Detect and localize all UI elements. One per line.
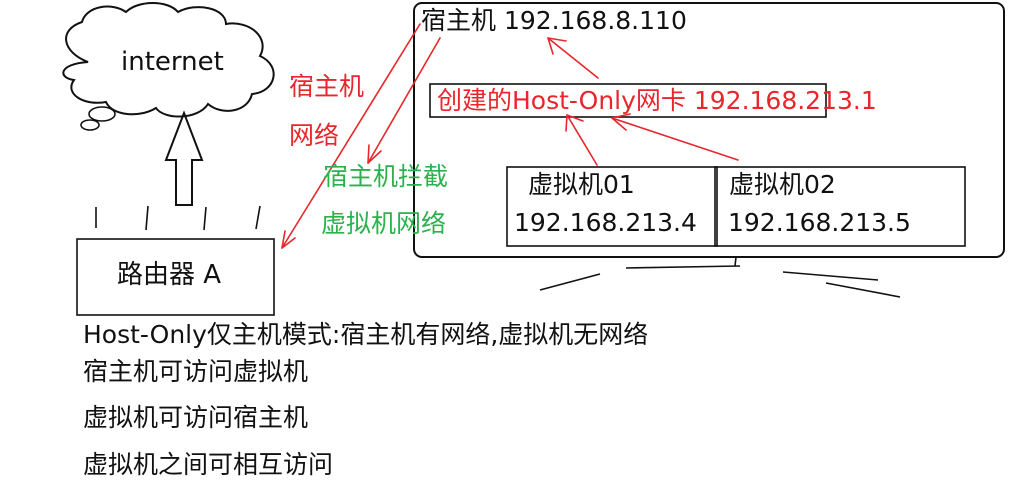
- host-network-label-line2: 网络: [289, 121, 340, 150]
- cloud-bubble-large: [88, 106, 116, 122]
- note-line-1: Host-Only仅主机模式:宿主机有网络,虚拟机无网络: [83, 320, 649, 349]
- vm01-name: 虚拟机01: [528, 170, 635, 199]
- host-frame: [413, 2, 1005, 258]
- internet-label: internet: [121, 47, 224, 77]
- host-title: 宿主机 192.168.8.110: [421, 6, 687, 35]
- arrow-vm01-to-nic: [565, 114, 598, 166]
- vm02-box: [714, 166, 966, 247]
- arrow-host-intercept: [367, 37, 441, 164]
- vm02-ip: 192.168.213.5: [728, 208, 911, 237]
- cloud-bubble-small: [80, 119, 100, 131]
- router-signal-lines: [95, 205, 261, 231]
- note-line-4: 虚拟机之间可相互访问: [83, 450, 334, 479]
- uplink-arrow: [164, 110, 204, 206]
- router-label: 路由器 A: [117, 260, 222, 290]
- intercept-label-line2: 虚拟机网络: [321, 209, 447, 238]
- vm02-name: 虚拟机02: [729, 170, 836, 199]
- vm01-box: [506, 166, 718, 247]
- cloud-shape: [62, 2, 275, 118]
- monitor-stand: [539, 256, 901, 298]
- vm01-ip: 192.168.213.4: [514, 208, 697, 237]
- note-line-2: 宿主机可访问虚拟机: [83, 357, 309, 386]
- intercept-label-line1: 宿主机拦截: [323, 162, 449, 191]
- arrow-vm02-to-nic: [611, 113, 739, 161]
- note-line-3: 虚拟机可访问宿主机: [83, 403, 309, 432]
- host-only-nic-box: [429, 83, 827, 118]
- host-only-nic-label: 创建的Host-Only网卡 192.168.213.1: [437, 86, 877, 115]
- host-network-label-line1: 宿主机: [289, 72, 365, 101]
- arrow-nic-to-host: [547, 37, 599, 79]
- router-box: [76, 238, 275, 316]
- arrow-host-to-router: [281, 23, 421, 249]
